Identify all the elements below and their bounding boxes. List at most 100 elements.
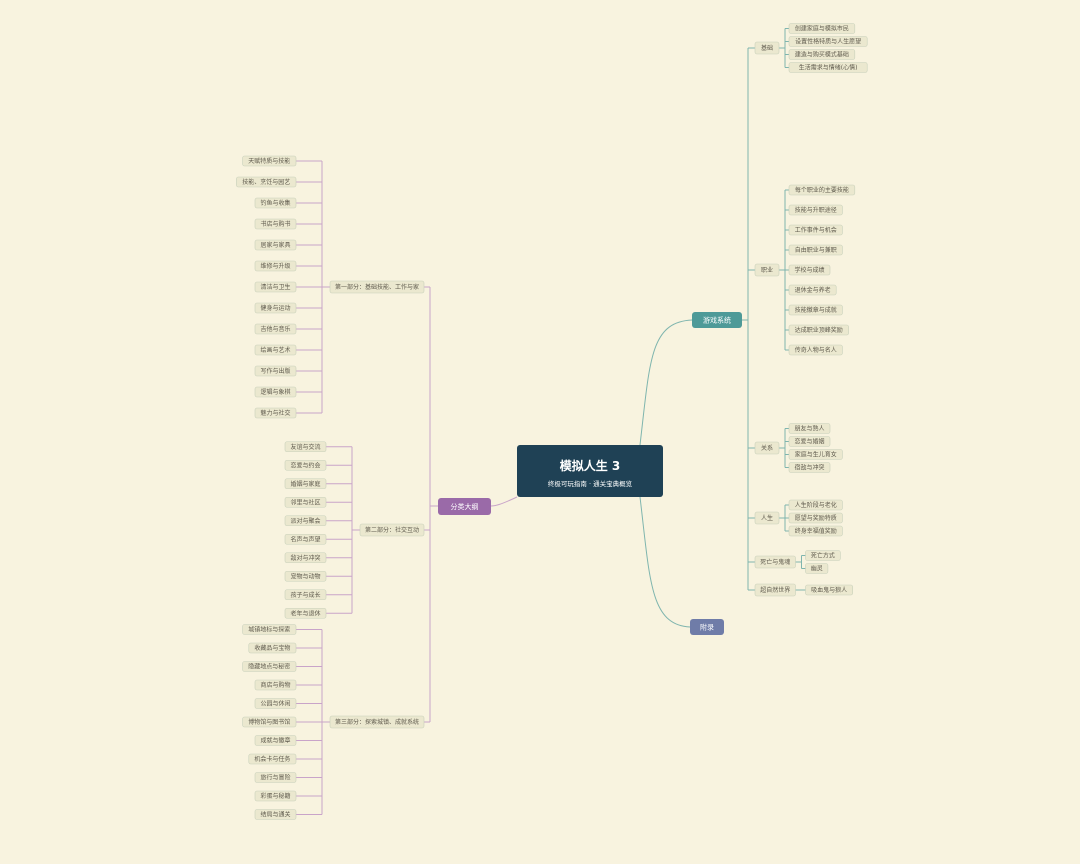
right-group-5-item-0[interactable]: 吸血鬼与狼人: [805, 584, 854, 596]
left-group-1-item-0-box: [284, 441, 327, 453]
left-group-0-item-12[interactable]: 魅力与社交: [254, 407, 297, 419]
left-group-2-item-7[interactable]: 机会卡与任务: [248, 753, 297, 765]
right-group-5[interactable]: 超自然世界: [754, 583, 796, 597]
left-group-1-item-0[interactable]: 友谊与交流: [284, 441, 327, 453]
right-group-0[interactable]: 基础: [754, 41, 780, 55]
right-group-1[interactable]: 职业: [754, 263, 780, 277]
right-group-2-item-0-label: 朋友与熟人: [794, 425, 824, 433]
left-group-0-item-7-box: [254, 302, 297, 314]
left-group-0-item-12-box: [254, 407, 297, 419]
left-group-0-item-8[interactable]: 吉他与音乐: [254, 323, 297, 335]
right-group-1-item-6[interactable]: 技能徽章与成就: [788, 304, 843, 316]
right-group-1-item-7[interactable]: 达成职业顶峰奖励: [788, 324, 849, 336]
left-group-1-item-3[interactable]: 邻里与社区: [284, 496, 327, 508]
left-group-0-item-1[interactable]: 技能、烹饪与园艺: [236, 176, 297, 188]
right-group-4-item-1[interactable]: 幽灵: [805, 563, 829, 574]
right-group-3-item-0[interactable]: 人生阶段与老化: [788, 499, 843, 511]
left-group-1-item-1[interactable]: 恋爱与约会: [284, 459, 327, 471]
left-group-1-item-5[interactable]: 名声与声望: [284, 533, 327, 545]
left-group-0-item-1-label: 技能、烹饪与园艺: [242, 178, 290, 186]
left-group-0-item-5[interactable]: 维修与升级: [254, 260, 297, 272]
left-group-2-item-5-label: 博物馆与图书馆: [248, 718, 290, 726]
left-group-2-item-3[interactable]: 商店与购物: [254, 679, 297, 691]
left-group-1-box: [359, 523, 425, 537]
right-group-2[interactable]: 关系: [754, 441, 780, 455]
right-group-1-item-2[interactable]: 工作事件与机会: [788, 224, 843, 236]
left-group-1-item-4[interactable]: 派对与聚会: [284, 515, 327, 527]
left-group-2-item-8[interactable]: 旅行与冒险: [254, 772, 297, 783]
right-group-1-box: [754, 263, 780, 277]
left-group-2-item-1[interactable]: 收藏品与宝物: [248, 642, 297, 654]
right-group-0-item-0[interactable]: 创建家庭与模拟市民: [788, 23, 856, 34]
right-group-1-item-4[interactable]: 学校与成绩: [788, 264, 831, 276]
right-group-3-item-2-label: 终身幸福值奖励: [795, 527, 837, 535]
left-group-2-item-1-box: [248, 642, 297, 654]
right-group-1-item-5[interactable]: 退休金与养老: [788, 284, 837, 296]
left-group-0-item-2[interactable]: 钓鱼与收集: [254, 197, 297, 209]
left-group-2[interactable]: 第三部分：探索城镇、成就系统: [329, 715, 425, 729]
right-group-2-item-1[interactable]: 恋爱与婚姻: [788, 436, 831, 447]
left-group-2-item-6[interactable]: 成就与徽章: [254, 735, 297, 746]
right-group-2-item-2[interactable]: 家庭与生儿育女: [788, 449, 843, 460]
left-group-0-item-6[interactable]: 清洁与卫生: [254, 281, 297, 293]
left-group-0-item-11[interactable]: 逻辑与象棋: [254, 386, 297, 398]
left-group-2-item-10-label: 结局与通关: [260, 811, 290, 819]
right-group-2-item-3[interactable]: 宿敌与冲突: [788, 462, 831, 473]
left-group-0-item-10-box: [254, 365, 297, 377]
branch-appendix[interactable]: 附录: [690, 619, 724, 635]
right-group-0-item-2[interactable]: 建造与购买模式基础: [788, 49, 856, 60]
left-group-2-item-9[interactable]: 彩蛋与秘籍: [254, 790, 297, 802]
right-group-1-item-0-box: [788, 184, 856, 196]
right-group-1-item-6-box: [788, 304, 843, 316]
left-group-0-item-7[interactable]: 健身与运动: [254, 302, 297, 314]
left-group-2-item-10[interactable]: 结局与通关: [254, 809, 297, 820]
right-group-1-item-8[interactable]: 传奇人物与名人: [788, 344, 843, 356]
right-group-4-items-spine: [795, 555, 802, 569]
right-group-4-item-0[interactable]: 死亡方式: [805, 550, 841, 561]
right-group-3-item-2[interactable]: 终身幸福值奖励: [788, 525, 843, 537]
left-group-2-item-5[interactable]: 博物馆与图书馆: [242, 716, 297, 728]
branch-outline[interactable]: 分类大纲: [438, 498, 491, 515]
left-group-0-item-5-box: [254, 260, 297, 272]
left-group-0-item-4[interactable]: 居家与家具: [254, 239, 297, 251]
left-group-0-item-3[interactable]: 书店与购书: [254, 218, 297, 230]
right-group-1-item-1[interactable]: 技能与升职途径: [788, 204, 843, 216]
left-group-1-item-6[interactable]: 敌对与冲突: [284, 552, 327, 564]
left-group-0-item-8-box: [254, 323, 297, 335]
right-group-4-item-1-box: [805, 563, 829, 574]
right-group-3[interactable]: 人生: [754, 511, 780, 525]
left-group-1-item-7[interactable]: 宠物与动物: [284, 570, 327, 582]
right-group-1-item-3[interactable]: 自由职业与兼职: [788, 244, 843, 256]
right-group-4[interactable]: 死亡与鬼魂: [754, 555, 796, 569]
left-group-1-item-8[interactable]: 孩子与成长: [284, 589, 327, 601]
branch-game-systems-box: [692, 312, 742, 328]
left-group-2-item-8-label: 旅行与冒险: [260, 774, 290, 782]
branch-game-systems[interactable]: 游戏系统: [692, 312, 742, 328]
left-group-1[interactable]: 第二部分：社交互动: [359, 523, 425, 537]
branch-outline-label: 分类大纲: [451, 502, 479, 511]
central-topic-box: [517, 445, 663, 497]
left-group-0-item-2-label: 钓鱼与收集: [260, 199, 290, 207]
left-group-1-item-5-box: [284, 533, 327, 545]
left-group-2-item-4[interactable]: 公园与休闲: [254, 698, 297, 709]
right-group-3-item-2-box: [788, 525, 843, 537]
left-group-0[interactable]: 第一部分：基础技能、工作与家: [329, 280, 425, 294]
right-group-1-item-0[interactable]: 每个职业的主要技能: [788, 184, 856, 196]
left-group-0-item-10[interactable]: 写作与出版: [254, 365, 297, 377]
right-group-0-item-1[interactable]: 设置性格特质与人生愿望: [788, 36, 868, 47]
left-group-0-item-9[interactable]: 绘画与艺术: [254, 344, 297, 356]
right-group-1-item-1-box: [788, 204, 843, 216]
right-group-0-item-3[interactable]: 生活需求与情绪(心情): [788, 62, 868, 73]
left-group-1-item-2[interactable]: 婚姻与家庭: [284, 478, 327, 490]
right-group-3-item-1[interactable]: 愿望与奖励特质: [788, 512, 843, 524]
left-group-0-item-9-label: 绘画与艺术: [260, 346, 290, 354]
left-group-2-item-2[interactable]: 隐藏地点与秘密: [242, 661, 297, 672]
right-group-0-item-0-box: [788, 23, 856, 34]
right-group-2-item-0[interactable]: 朋友与熟人: [788, 423, 831, 434]
right-group-1-item-3-box: [788, 244, 843, 256]
left-group-2-items-spine: [321, 629, 330, 815]
left-group-0-item-0[interactable]: 天赋特质与技能: [242, 155, 297, 167]
left-group-1-item-9[interactable]: 老年与退休: [284, 607, 327, 619]
left-group-2-item-0[interactable]: 城镇地标与探索: [242, 624, 297, 635]
